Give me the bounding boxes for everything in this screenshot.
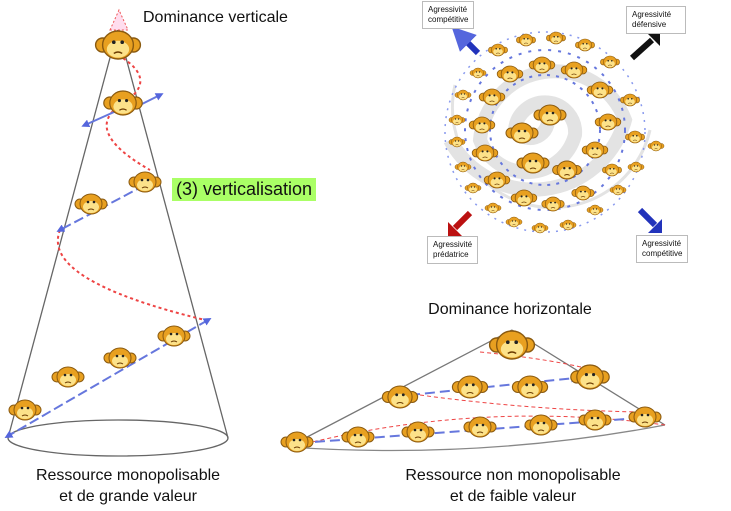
arrow-competitive-bottom-right-icon	[637, 207, 662, 233]
label-competitive-aggression-bottom: Agressivité compétitive	[636, 235, 689, 263]
territorial-spiral	[443, 26, 665, 236]
verticalisation-label: (3) verticalisation	[172, 178, 317, 201]
title-vertical-dominance: Dominance verticale	[143, 9, 288, 26]
arrow-defensive-icon	[629, 32, 660, 61]
label-competitive-aggression-top: Agressivité compétitive	[422, 1, 475, 29]
title-horizontal-dominance: Dominance horizontale	[428, 301, 592, 318]
arrow-competitive-top-left-icon	[451, 26, 481, 56]
caption-left-line1: Ressource monopolisable	[35, 467, 221, 484]
label-line: compétitive	[642, 249, 683, 258]
label-defensive-aggression: Agressivité défensive	[626, 6, 686, 34]
caption-right-line1: Ressource non monopolisable	[405, 467, 621, 484]
label-line: Agressivité	[642, 239, 682, 248]
vertical-cone	[4, 8, 229, 457]
arrow-predatory-icon	[448, 210, 473, 236]
label-line: défensive	[632, 20, 667, 29]
label-line: Agressivité	[632, 10, 672, 19]
horizontal-pyramid	[280, 329, 666, 453]
label-line: Agressivité	[433, 240, 473, 249]
label-predatory-aggression: Agressivité prédatrice	[427, 236, 479, 264]
label-line: Agressivité	[428, 5, 468, 14]
label-line: prédatrice	[433, 250, 469, 259]
caption-left-line2: et de grande valeur	[59, 488, 197, 505]
caption-right-line2: et de faible valeur	[449, 488, 577, 505]
label-line: compétitive	[428, 15, 469, 24]
